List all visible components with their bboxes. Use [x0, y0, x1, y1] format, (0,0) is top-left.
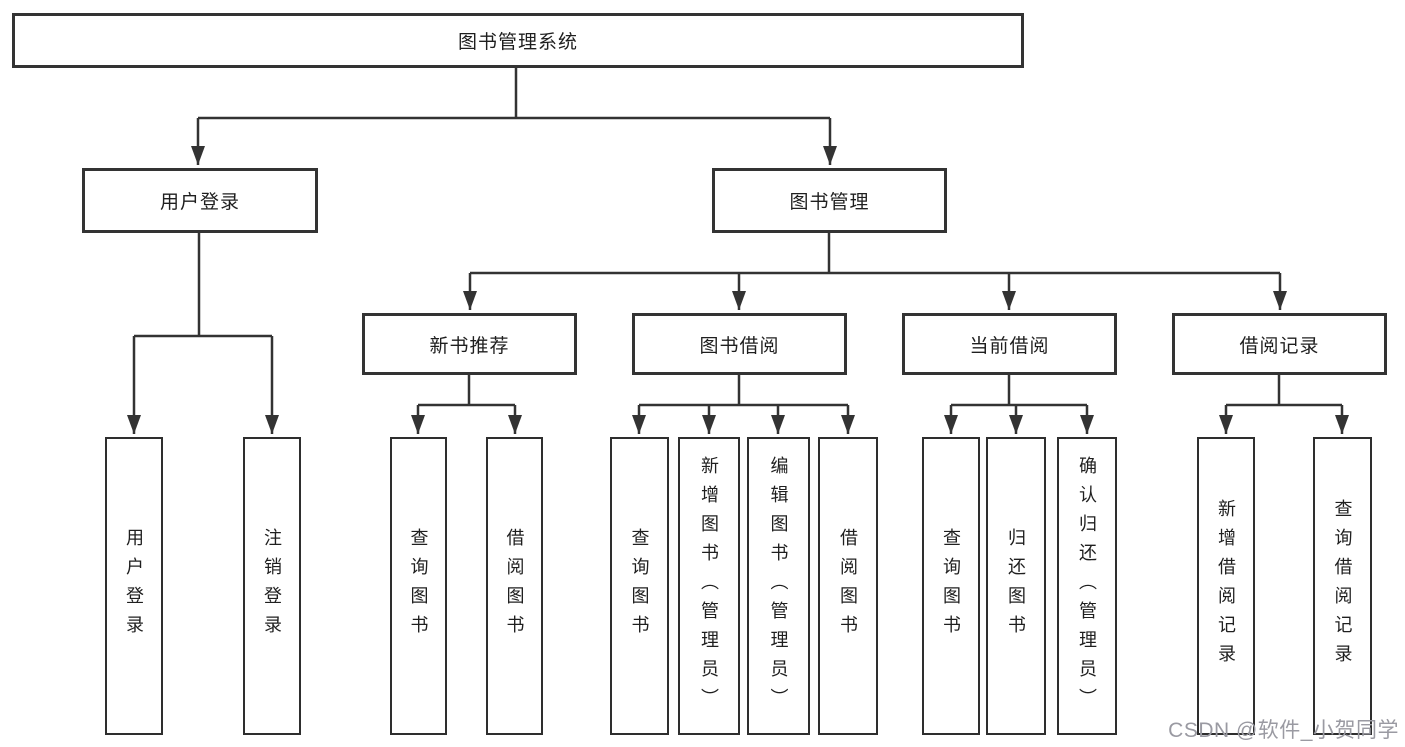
leaf-recommend-borrow-books: 借阅图书 [486, 437, 543, 735]
rail-borrow-record-split [1226, 375, 1342, 407]
node-borrow-records: 借阅记录 [1172, 313, 1387, 375]
leaf-query-borrow-record: 查询借阅记录 [1313, 437, 1372, 735]
node-new-book-recommend-label: 新书推荐 [429, 335, 510, 357]
leaf-user-login-label: 用户登录 [124, 528, 144, 644]
leaf-recommend-query-books: 查询图书 [390, 437, 447, 735]
leaf-current-query-books-label: 查询图书 [941, 528, 961, 644]
node-user-login: 用户登录 [82, 168, 318, 233]
node-book-borrow-label: 图书借阅 [699, 335, 780, 357]
leaf-confirm-return-admin: 确认归还（管理员） [1057, 437, 1117, 735]
leaf-confirm-return-admin-label: 确认归还（管理员） [1077, 455, 1097, 717]
node-borrow-records-label: 借阅记录 [1239, 335, 1320, 357]
leaf-add-books-admin-label: 新增图书（管理员） [699, 455, 719, 717]
node-book-management: 图书管理 [712, 168, 947, 233]
leaf-return-books-label: 归还图书 [1006, 528, 1026, 644]
node-new-book-recommend: 新书推荐 [362, 313, 577, 375]
leaf-user-login: 用户登录 [105, 437, 163, 735]
leaf-add-borrow-record: 新增借阅记录 [1197, 437, 1255, 735]
csdn-watermark: CSDN @软件_小贺同学 [1168, 719, 1399, 742]
node-user-login-label: 用户登录 [159, 192, 240, 213]
leaf-edit-books-admin: 编辑图书（管理员） [747, 437, 810, 735]
leaf-query-borrow-record-label: 查询借阅记录 [1332, 499, 1353, 673]
node-book-borrow: 图书借阅 [632, 313, 847, 375]
rail-new-book-split [418, 375, 515, 407]
node-current-borrow: 当前借阅 [902, 313, 1117, 375]
rail-user-login-split [134, 233, 272, 338]
leaf-logout: 注销登录 [243, 437, 301, 735]
leaf-current-query-books: 查询图书 [922, 437, 980, 735]
node-root-label: 图书管理系统 [457, 32, 578, 53]
leaf-borrow-books-label: 借阅图书 [838, 528, 858, 644]
rail-current-borrow-split [951, 375, 1087, 407]
leaf-add-books-admin: 新增图书（管理员） [678, 437, 740, 735]
node-current-borrow-label: 当前借阅 [969, 335, 1050, 357]
leaf-add-borrow-record-label: 新增借阅记录 [1216, 499, 1236, 673]
leaf-recommend-query-books-label: 查询图书 [408, 528, 429, 644]
node-root: 图书管理系统 [12, 13, 1024, 68]
leaf-recommend-borrow-books-label: 借阅图书 [504, 528, 525, 644]
leaf-return-books: 归还图书 [986, 437, 1046, 735]
leaf-edit-books-admin-label: 编辑图书（管理员） [768, 455, 789, 717]
rail-root-split [198, 68, 830, 120]
rail-book-mgmt-split [470, 233, 1280, 275]
rail-book-borrow-split [639, 375, 848, 407]
leaf-borrow-query-books: 查询图书 [610, 437, 669, 735]
leaf-borrow-books: 借阅图书 [818, 437, 878, 735]
leaf-logout-label: 注销登录 [262, 528, 282, 644]
node-book-management-label: 图书管理 [789, 192, 870, 213]
leaf-borrow-query-books-label: 查询图书 [629, 528, 650, 644]
